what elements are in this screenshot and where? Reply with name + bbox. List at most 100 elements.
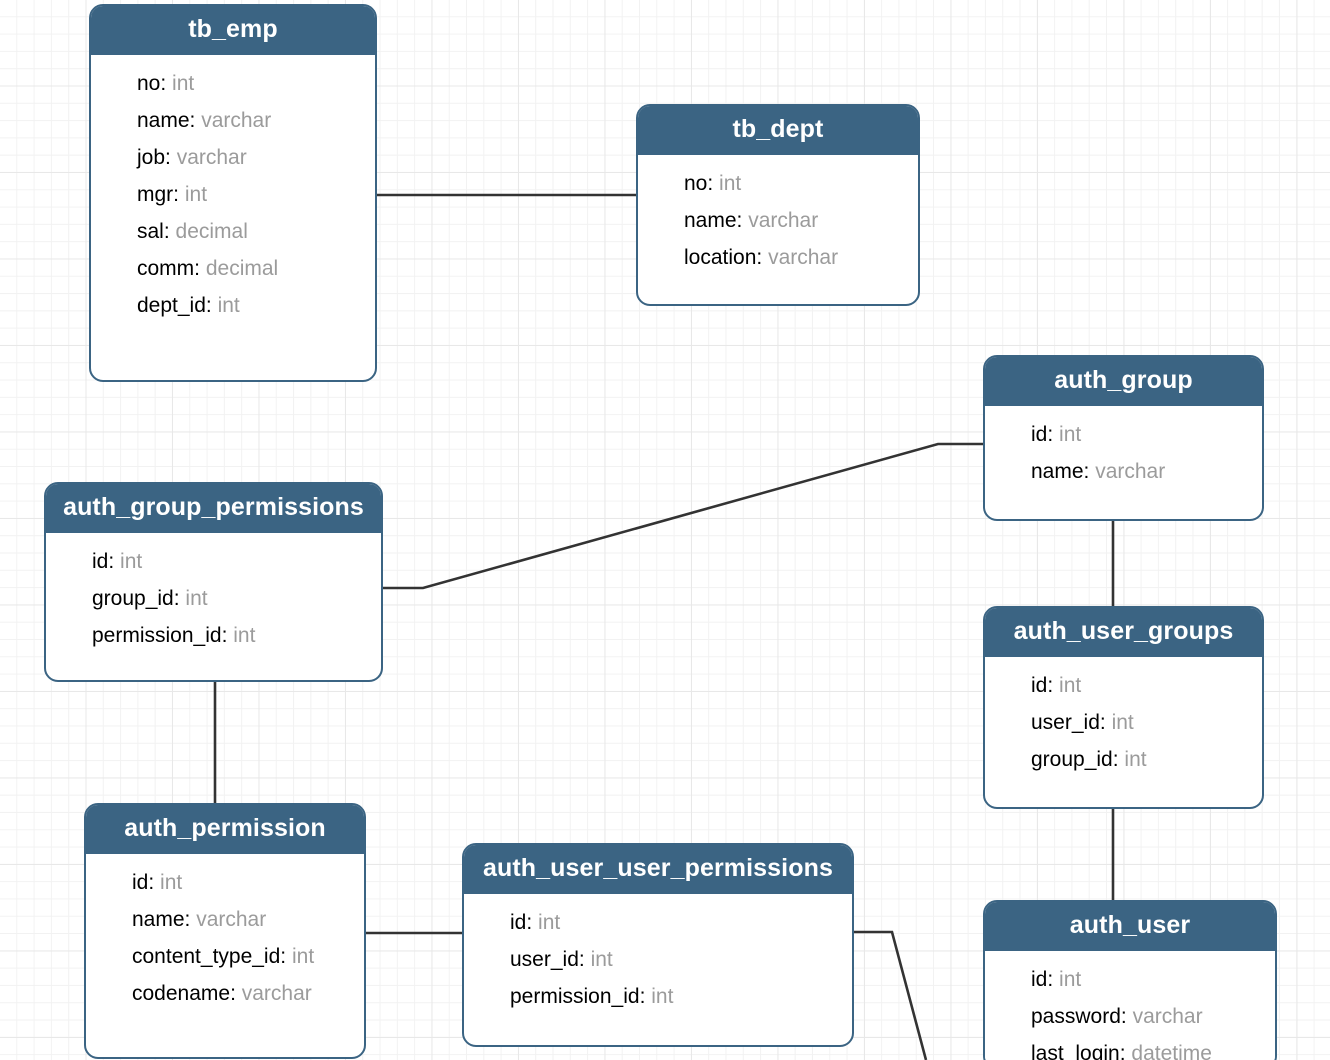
field-type: varchar bbox=[176, 146, 247, 169]
entity-title-auth_user_user_permissions: auth_user_user_permissions bbox=[464, 845, 852, 894]
field-type: varchar bbox=[196, 908, 267, 931]
field-separator: : bbox=[1047, 968, 1060, 991]
field-row[interactable]: id: int bbox=[464, 904, 852, 941]
field-separator: : bbox=[1083, 460, 1096, 483]
field-type: varchar bbox=[1095, 460, 1166, 483]
field-type: int bbox=[217, 294, 240, 317]
field-type: int bbox=[1059, 423, 1082, 446]
field-type: decimal bbox=[175, 220, 248, 243]
field-name: name bbox=[132, 908, 185, 931]
field-type: varchar bbox=[201, 109, 272, 132]
field-separator: : bbox=[173, 183, 185, 206]
field-name: group_id bbox=[1031, 748, 1113, 771]
field-type: int bbox=[1124, 748, 1147, 771]
field-separator: : bbox=[148, 871, 161, 894]
field-name: mgr bbox=[137, 183, 174, 206]
field-row[interactable]: no: int bbox=[91, 65, 375, 102]
field-separator: : bbox=[1099, 711, 1112, 734]
field-name: no bbox=[684, 172, 708, 195]
field-row[interactable]: id: int bbox=[46, 543, 381, 580]
field-separator: : bbox=[756, 246, 769, 269]
field-row[interactable]: name: varchar bbox=[86, 901, 364, 938]
field-name: comm bbox=[137, 257, 195, 280]
field-row[interactable]: id: int bbox=[86, 864, 364, 901]
field-row[interactable]: id: int bbox=[985, 416, 1262, 453]
entity-title-auth_permission: auth_permission bbox=[86, 805, 364, 854]
field-row[interactable]: mgr: int bbox=[91, 176, 375, 213]
field-row[interactable]: job: varchar bbox=[91, 139, 375, 176]
field-separator: : bbox=[189, 109, 202, 132]
field-row[interactable]: user_id: int bbox=[464, 941, 852, 978]
entity-title-auth_group_permissions: auth_group_permissions bbox=[46, 484, 381, 533]
field-row[interactable]: last_login: datetime bbox=[985, 1035, 1275, 1060]
entity-title-tb_emp: tb_emp bbox=[91, 6, 375, 55]
field-type: decimal bbox=[205, 257, 279, 280]
field-name: id bbox=[1031, 423, 1048, 446]
field-type: varchar bbox=[1132, 1005, 1203, 1028]
field-type: datetime bbox=[1131, 1042, 1212, 1060]
field-row[interactable]: content_type_id: int bbox=[86, 938, 364, 975]
entity-title-tb_dept: tb_dept bbox=[638, 106, 918, 155]
field-type: int bbox=[651, 985, 674, 1008]
relationship-edge[interactable] bbox=[383, 442, 983, 590]
field-name: user_id bbox=[510, 948, 579, 971]
field-separator: : bbox=[221, 624, 234, 647]
field-row[interactable]: password: varchar bbox=[985, 998, 1275, 1035]
field-separator: : bbox=[526, 911, 539, 934]
field-type: int bbox=[185, 587, 208, 610]
field-row[interactable]: name: varchar bbox=[638, 202, 918, 239]
entity-title-auth_user: auth_user bbox=[985, 902, 1275, 951]
field-row[interactable]: no: int bbox=[638, 165, 918, 202]
field-row[interactable]: id: int bbox=[985, 667, 1262, 704]
field-row[interactable]: comm: decimal bbox=[91, 250, 375, 287]
field-row[interactable]: codename: varchar bbox=[86, 975, 364, 1012]
field-row[interactable]: location: varchar bbox=[638, 239, 918, 276]
field-name: group_id bbox=[92, 587, 174, 610]
field-separator: : bbox=[173, 587, 186, 610]
field-separator: : bbox=[230, 982, 242, 1005]
field-row[interactable]: id: int bbox=[985, 961, 1275, 998]
field-type: int bbox=[291, 945, 315, 968]
field-name: permission_id bbox=[510, 985, 640, 1008]
field-row[interactable]: permission_id: int bbox=[464, 978, 852, 1015]
field-type: int bbox=[160, 871, 183, 894]
field-row[interactable]: group_id: int bbox=[985, 741, 1262, 778]
field-name: no bbox=[137, 72, 161, 95]
field-separator: : bbox=[163, 220, 176, 243]
entity-title-auth_user_groups: auth_user_groups bbox=[985, 608, 1262, 657]
field-type: int bbox=[120, 550, 143, 573]
field-row[interactable]: dept_id: int bbox=[91, 287, 375, 324]
field-separator: : bbox=[194, 257, 206, 280]
relationship-edge[interactable] bbox=[854, 930, 928, 1060]
field-separator: : bbox=[639, 985, 652, 1008]
field-type: int bbox=[172, 72, 195, 95]
field-row[interactable]: name: varchar bbox=[91, 102, 375, 139]
field-type: int bbox=[233, 624, 256, 647]
field-name: name bbox=[137, 109, 190, 132]
field-row[interactable]: name: varchar bbox=[985, 453, 1262, 490]
field-row[interactable]: permission_id: int bbox=[46, 617, 381, 654]
field-row[interactable]: sal: decimal bbox=[91, 213, 375, 250]
field-type: varchar bbox=[748, 209, 819, 232]
field-name: sal bbox=[137, 220, 164, 243]
field-type: int bbox=[1111, 711, 1134, 734]
field-name: id bbox=[132, 871, 149, 894]
field-name: name bbox=[1031, 460, 1084, 483]
field-name: user_id bbox=[1031, 711, 1100, 734]
field-name: id bbox=[1031, 674, 1048, 697]
field-row[interactable]: user_id: int bbox=[985, 704, 1262, 741]
field-name: id bbox=[510, 911, 527, 934]
field-name: permission_id bbox=[92, 624, 222, 647]
field-row[interactable]: group_id: int bbox=[46, 580, 381, 617]
